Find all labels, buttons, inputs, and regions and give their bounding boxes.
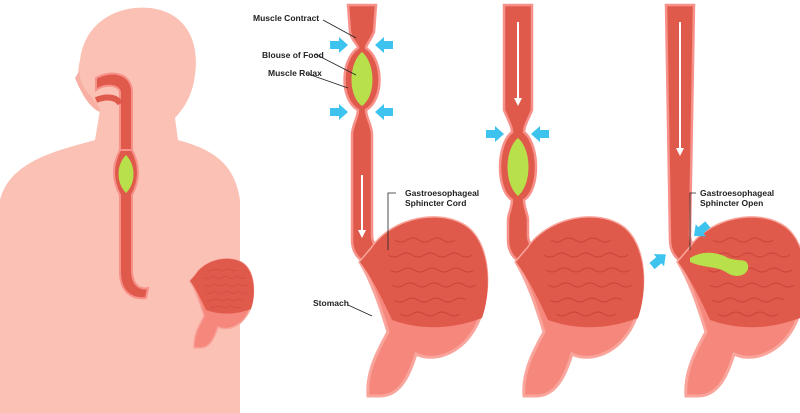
arrow-icon [486, 126, 504, 142]
arrow-icon [375, 37, 393, 53]
food-entering-stomach [690, 252, 749, 276]
stomach-2 [514, 216, 646, 398]
arrow-icon [330, 37, 348, 53]
label-line: Sphincter Cord [405, 198, 467, 208]
arrow-icon [375, 104, 393, 120]
label-muscle-contract: Muscle Contract [253, 13, 320, 23]
body-esophagus [94, 72, 255, 349]
label-line: Gastroesophageal [700, 188, 775, 198]
stomach-1 [358, 216, 490, 398]
body-bolus [118, 155, 134, 193]
label-bolus-of-food: Blouse of Food [262, 50, 324, 60]
label-line: Sphincter Open [700, 198, 764, 208]
bolus-of-food-2 [507, 138, 529, 196]
label-line: Gastroesophageal [405, 188, 480, 198]
arrow-icon [330, 104, 348, 120]
label-muscle-relax: Muscle Relax [268, 68, 322, 78]
bolus-of-food [351, 52, 373, 106]
panel-bolus-descending [486, 3, 646, 398]
panel-peristalsis [307, 3, 490, 398]
stomach-3 [676, 216, 800, 398]
panel-sphincter-open [646, 3, 800, 398]
arrow-icon [646, 248, 671, 273]
label-stomach: Stomach [313, 298, 349, 308]
arrow-icon [531, 126, 549, 142]
